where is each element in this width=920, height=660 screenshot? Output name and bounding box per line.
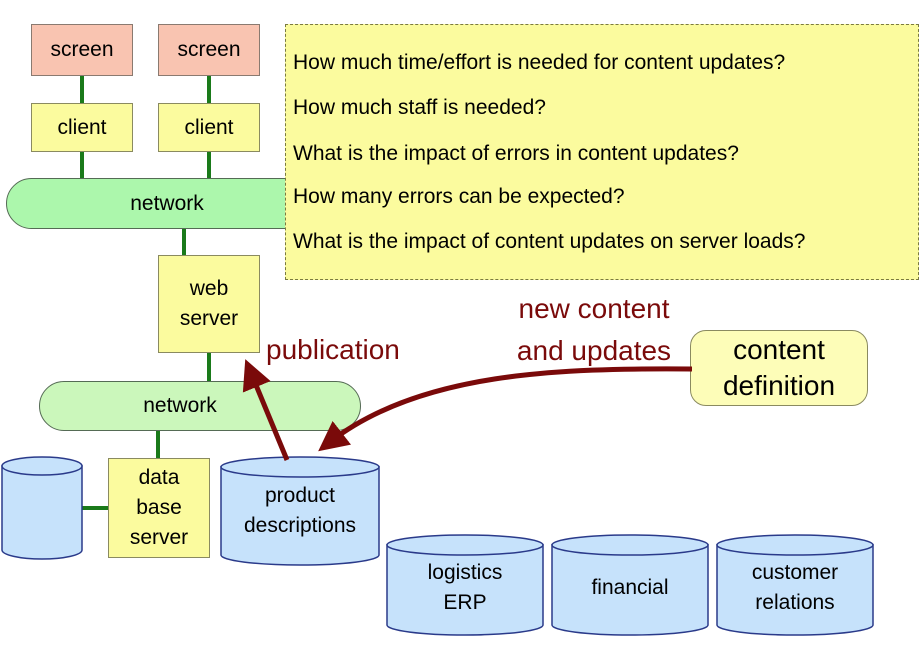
screen-1-label: screen	[50, 38, 114, 61]
network-top: network	[6, 178, 336, 229]
web-server-line2: server	[179, 307, 239, 330]
publication-label: publication	[266, 334, 400, 365]
customer-relations-cylinder	[716, 534, 874, 636]
question-5: What is the impact of content updates on…	[293, 230, 806, 253]
content-definition-box: content definition	[690, 330, 868, 406]
financial-label: financial	[552, 557, 708, 619]
web-server: web server	[158, 255, 260, 353]
client-1: client	[31, 103, 133, 152]
question-3: What is the impact of errors in content …	[293, 142, 739, 165]
question-4: How many errors can be expected?	[293, 185, 625, 208]
logistics-erp-cylinder	[386, 534, 544, 636]
logistics-erp-label: logistics ERP	[387, 557, 543, 619]
screen-2: screen	[158, 24, 260, 76]
logistics-line2: ERP	[443, 591, 487, 614]
screen-1: screen	[31, 24, 133, 76]
screen-2-label: screen	[177, 38, 241, 61]
customer-line2: relations	[755, 591, 835, 614]
new-content-line1: new content	[518, 293, 670, 324]
client-2: client	[158, 103, 260, 152]
questions-box: How much time/effort is needed for conte…	[285, 24, 919, 280]
question-1: How much time/effort is needed for conte…	[293, 51, 786, 74]
database-cylinder-left	[1, 456, 83, 560]
product-descriptions-cylinder	[220, 456, 380, 566]
new-content-line2: and updates	[516, 335, 672, 366]
question-2: How much staff is needed?	[293, 96, 546, 119]
content-definition-line1: content	[733, 334, 825, 365]
db-server-line2: base	[136, 496, 182, 519]
new-content-label: new content and updates	[498, 288, 690, 372]
network-bottom: network	[39, 381, 361, 431]
network-bottom-label: network	[143, 394, 217, 417]
product-db-line2: descriptions	[243, 514, 357, 537]
financial-line1: financial	[591, 576, 669, 599]
database-server: data base server	[108, 458, 210, 558]
client-2-label: client	[184, 115, 234, 139]
db-server-line1: data	[138, 466, 180, 489]
product-descriptions-label: product descriptions	[221, 480, 379, 542]
logistics-line1: logistics	[427, 561, 503, 584]
connector-lines	[80, 76, 211, 510]
content-definition-line2: definition	[722, 370, 836, 401]
customer-line1: customer	[751, 561, 839, 584]
financial-cylinder	[551, 534, 709, 636]
product-db-line1: product	[264, 484, 336, 507]
network-top-label: network	[130, 191, 204, 215]
web-server-line1: web	[189, 277, 229, 300]
customer-relations-label: customer relations	[717, 557, 873, 619]
db-server-line3: server	[129, 526, 189, 549]
client-1-label: client	[57, 115, 107, 139]
